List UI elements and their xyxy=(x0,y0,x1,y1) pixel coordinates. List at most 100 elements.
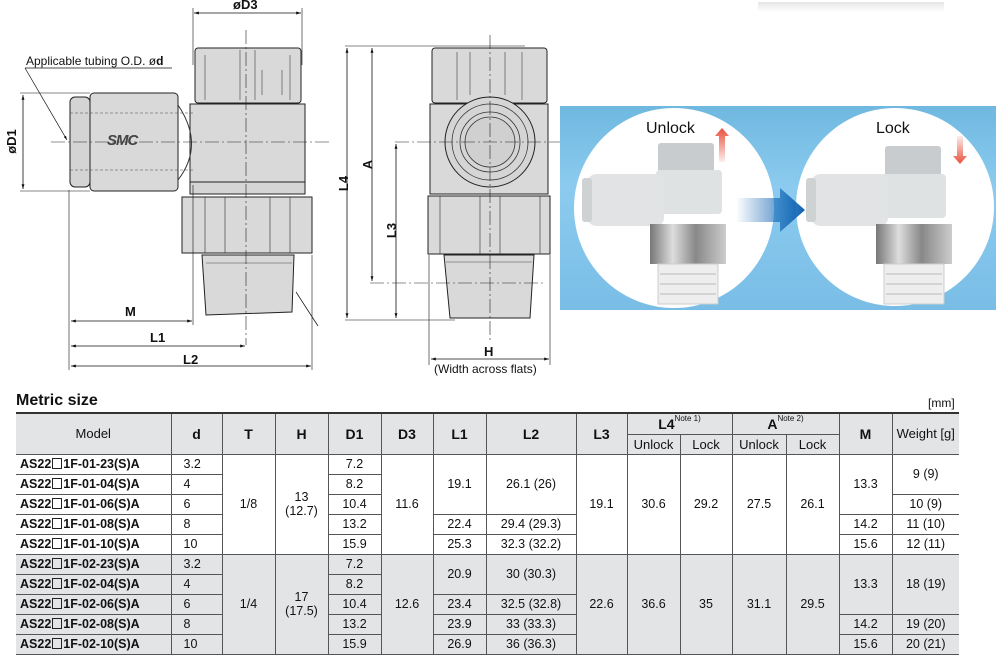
l2-cell: 36 (36.3) xyxy=(485,633,577,655)
dim-l4-label: L4 xyxy=(336,175,352,192)
d-cell: 8 xyxy=(170,613,223,635)
lock-fitting-icon xyxy=(806,146,952,305)
l4-lock-cell: 35 xyxy=(679,553,733,655)
h-value-alt: (12.7) xyxy=(285,504,318,518)
unlock-label: Unlock xyxy=(646,120,695,137)
lock-label: Lock xyxy=(876,120,910,137)
d1-cell: 10.4 xyxy=(327,593,382,615)
l2-cell: 32.5 (32.8) xyxy=(485,593,576,615)
transition-arrow-icon xyxy=(736,188,805,232)
m-cell: 14.2 xyxy=(838,613,893,635)
h-value: 17 xyxy=(294,590,309,604)
model-prefix: AS22 xyxy=(20,637,52,651)
model-suffix: 1F-02-04(S)A xyxy=(63,577,140,591)
d-cell: 6 xyxy=(170,593,223,615)
side-view-drawing xyxy=(20,8,330,370)
l1-cell: 23.9 xyxy=(432,613,487,635)
header-d1: D1 xyxy=(327,413,382,455)
a-lock-cell: 29.5 xyxy=(785,553,840,655)
l2-cell: 26.1 (26) xyxy=(485,453,577,515)
tubing-od-label: Applicable tubing O.D. ød xyxy=(26,54,163,68)
top-divider-bar xyxy=(758,2,944,12)
dim-l2-label: L2 xyxy=(183,352,199,367)
header-l3: L3 xyxy=(575,413,628,455)
down-arrow-icon xyxy=(953,136,967,164)
model-prefix: AS22 xyxy=(20,617,52,631)
model-suffix: 1F-01-08(S)A xyxy=(63,517,140,531)
option-box-icon xyxy=(52,618,63,629)
tubing-od-text: Applicable tubing O.D. ø xyxy=(26,54,157,68)
header-a-note: Note 2) xyxy=(777,413,804,423)
l1-cell: 26.9 xyxy=(432,633,487,655)
model-prefix: AS22 xyxy=(20,557,52,571)
dim-l1-label: L1 xyxy=(150,330,166,345)
tubing-od-symbol: d xyxy=(156,54,164,68)
option-box-icon xyxy=(52,558,63,569)
weight-cell: 10 (9) xyxy=(891,493,959,515)
t-cell: 1/4 xyxy=(221,553,276,655)
header-a-lock: Lock xyxy=(785,433,839,455)
option-box-icon xyxy=(52,478,63,489)
dim-a-label: A xyxy=(360,159,376,170)
h-value: 13 xyxy=(294,490,309,504)
weight-cell: 19 (20) xyxy=(891,613,959,635)
weight-cell: 11 (10) xyxy=(891,513,959,535)
l4-unlock-cell: 30.6 xyxy=(626,453,681,555)
table-row: AS22 1F-02-06(S)A 6 10.4 23.4 32.5 (32.8) xyxy=(16,593,959,615)
model-prefix: AS22 xyxy=(20,497,52,511)
d-cell: 4 xyxy=(170,573,223,595)
l1-cell: 19.1 xyxy=(432,453,487,515)
model-suffix: 1F-01-23(S)A xyxy=(63,457,140,471)
d-cell: 8 xyxy=(170,513,223,535)
option-box-icon xyxy=(52,598,63,609)
dim-m-label: M xyxy=(125,304,136,319)
l1-cell: 25.3 xyxy=(432,533,487,555)
model-prefix: AS22 xyxy=(20,597,52,611)
option-box-icon xyxy=(52,498,63,509)
model-suffix: 1F-01-10(S)A xyxy=(63,537,140,551)
model-prefix: AS22 xyxy=(20,577,52,591)
d-cell: 10 xyxy=(170,633,223,655)
option-box-icon xyxy=(52,458,63,469)
header-m: M xyxy=(838,413,893,455)
header-l4-lock: Lock xyxy=(679,433,733,455)
l1-cell: 23.4 xyxy=(432,593,487,615)
metric-size-table: Model d T H D1 D3 L1 L2 L3 L4Note 1) ANo… xyxy=(16,412,959,655)
section-title: Metric size xyxy=(16,392,98,409)
d-cell: 4 xyxy=(170,473,223,495)
m-cell: 13.3 xyxy=(838,453,893,515)
option-box-icon xyxy=(52,518,63,529)
l2-cell: 30 (30.3) xyxy=(485,553,577,595)
header-a: ANote 2) xyxy=(731,413,840,435)
dim-h-label: H xyxy=(484,344,494,359)
h-cell: 13(12.7) xyxy=(274,453,329,555)
header-l4-unlock: Unlock xyxy=(627,433,681,455)
option-box-icon xyxy=(52,578,63,589)
header-weight: Weight [g] xyxy=(891,413,959,455)
model-cell: AS22 1F-02-04(S)A xyxy=(16,573,172,595)
header-a-text: A xyxy=(767,415,778,432)
weight-cell: 9 (9) xyxy=(891,453,959,495)
d1-cell: 7.2 xyxy=(327,453,382,475)
m-cell: 13.3 xyxy=(838,553,893,615)
l1-cell: 22.4 xyxy=(432,513,487,535)
model-suffix: 1F-02-06(S)A xyxy=(63,597,140,611)
model-suffix: 1F-01-06(S)A xyxy=(63,497,140,511)
a-unlock-cell: 27.5 xyxy=(731,453,787,555)
weight-cell: 20 (21) xyxy=(891,633,959,655)
header-h: H xyxy=(274,413,329,455)
model-cell: AS22 1F-01-10(S)A xyxy=(16,533,172,555)
a-unlock-cell: 31.1 xyxy=(731,553,787,655)
model-prefix: AS22 xyxy=(20,477,52,491)
header-l4: L4Note 1) xyxy=(626,413,733,435)
l2-cell: 33 (33.3) xyxy=(485,613,577,635)
d1-cell: 13.2 xyxy=(327,513,382,535)
model-prefix: AS22 xyxy=(20,537,52,551)
